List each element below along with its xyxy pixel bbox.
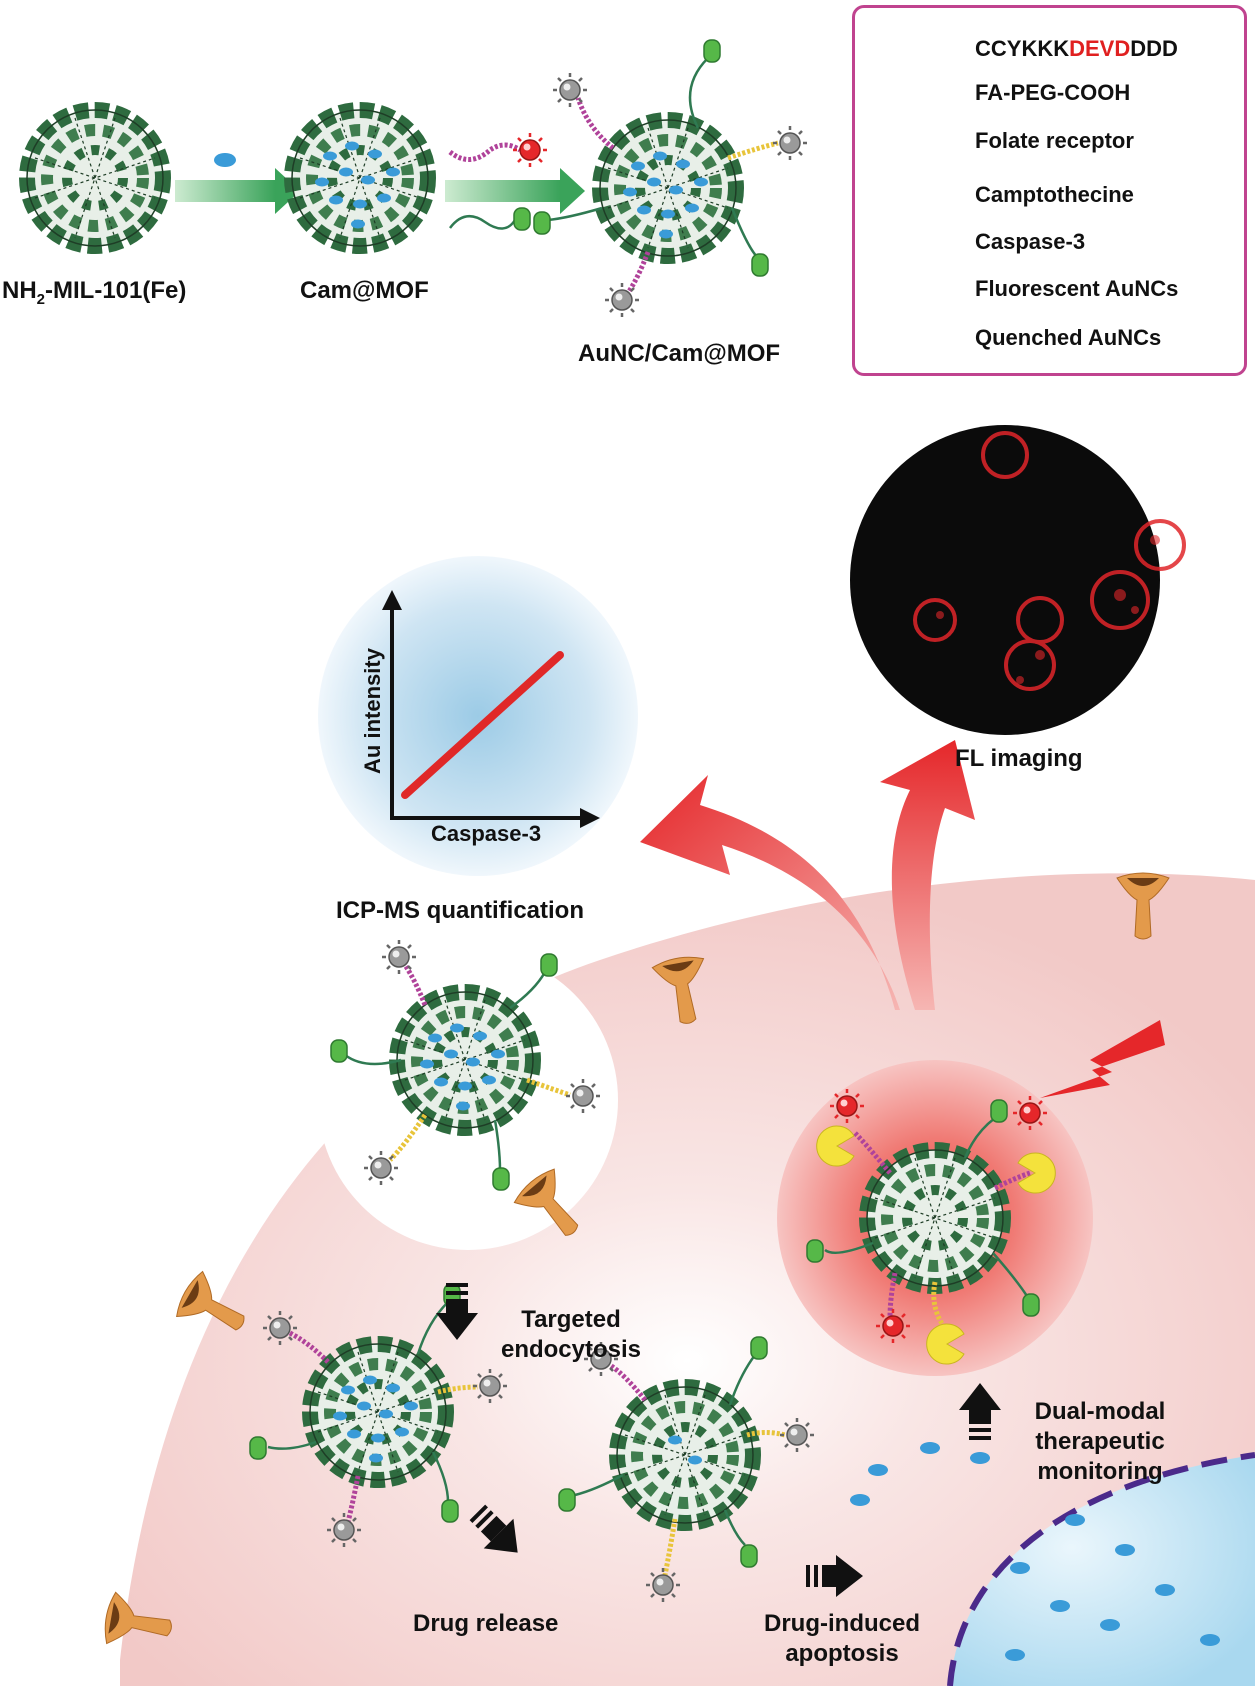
peptide-seq-part1: CCYKKK [975, 36, 1070, 61]
lightning-icon [1040, 1020, 1165, 1098]
legend-quenched-label: Quenched AuNCs [975, 325, 1162, 350]
peptide-seq-part3: DDD [1130, 36, 1178, 61]
monitoring-label-line2: therapeutic [1035, 1428, 1165, 1455]
legend-fluorescent: Fluorescent AuNCs [855, 270, 1244, 310]
aunc-cam-mof-particle [533, 39, 809, 319]
monitoring-label-line3: monitoring [1037, 1458, 1163, 1485]
icp-label: ICP-MS quantification [336, 897, 584, 924]
synthesis-arrow-2 [445, 131, 585, 231]
internalized-particle [249, 1283, 509, 1549]
apoptosis-arrow [806, 1555, 863, 1597]
legend-caspase: Caspase-3 [855, 223, 1244, 263]
drug-release-arrow [469, 1504, 518, 1553]
icp-bubble [318, 556, 638, 876]
legend-camptothecine: Camptothecine [855, 176, 1244, 216]
legend-camptothecine-label: Camptothecine [975, 182, 1134, 207]
drug-release-label: Drug release [413, 1610, 559, 1637]
apoptosis-label-line1: Drug-induced [764, 1610, 920, 1637]
nuclear-envelope [947, 1452, 1255, 1686]
red-arrow-to-icp [640, 775, 900, 1010]
mof-particle-icon [27, 110, 163, 246]
legend-quenched: Quenched AuNCs [855, 319, 1244, 359]
y-axis-label: Au intensity [359, 648, 385, 774]
synthesis-arrow-1 [175, 153, 300, 214]
x-axis-label: Caspase-3 [431, 821, 542, 846]
released-drugs [850, 1442, 1220, 1661]
endocytosis-arrow [436, 1283, 478, 1340]
cam-mof-particle [292, 110, 428, 246]
legend-caspase-label: Caspase-3 [975, 229, 1086, 254]
monitoring-label-line1: Dual-modal [1034, 1398, 1166, 1425]
nucleus [950, 1455, 1255, 1686]
monitoring-arrow [959, 1383, 1001, 1440]
legend-peptide: CCYKKKDEVDDDD [855, 30, 1244, 70]
legend-peg-label: FA-PEG-COOH [975, 80, 1131, 105]
activated-particle [806, 1087, 1056, 1365]
drug-released-particle [558, 1336, 816, 1604]
peptide-seq-devd: DEVD [1069, 36, 1131, 61]
legend-fluorescent-label: Fluorescent AuNCs [975, 276, 1179, 301]
aunc-cam-mof-label: AuNC/Cam@MOF [578, 340, 781, 367]
icp-plot [382, 590, 600, 828]
apoptosis-label-line2: apoptosis [785, 1640, 899, 1667]
fluorescent-cells [913, 431, 1186, 691]
legend-peg: FA-PEG-COOH [855, 74, 1244, 114]
binding-particle [330, 938, 602, 1191]
endocytosis-label-line2: endocytosis [500, 1336, 642, 1363]
fl-imaging-label: FL imaging [955, 745, 1083, 772]
endocytosis-label-line1: Targeted [521, 1306, 621, 1333]
legend-receptor-label: Folate receptor [975, 128, 1134, 153]
legend-box: CCYKKKDEVDDDD FA-PEG-COOH Folate recepto… [852, 5, 1247, 376]
mof-label: NH2-MIL-101(Fe) [2, 277, 187, 308]
fl-imaging-micrograph [850, 425, 1160, 735]
red-arrow-to-fl [880, 740, 975, 1010]
cam-mof-label: Cam@MOF [300, 277, 429, 304]
legend-receptor: Folate receptor [855, 122, 1244, 162]
